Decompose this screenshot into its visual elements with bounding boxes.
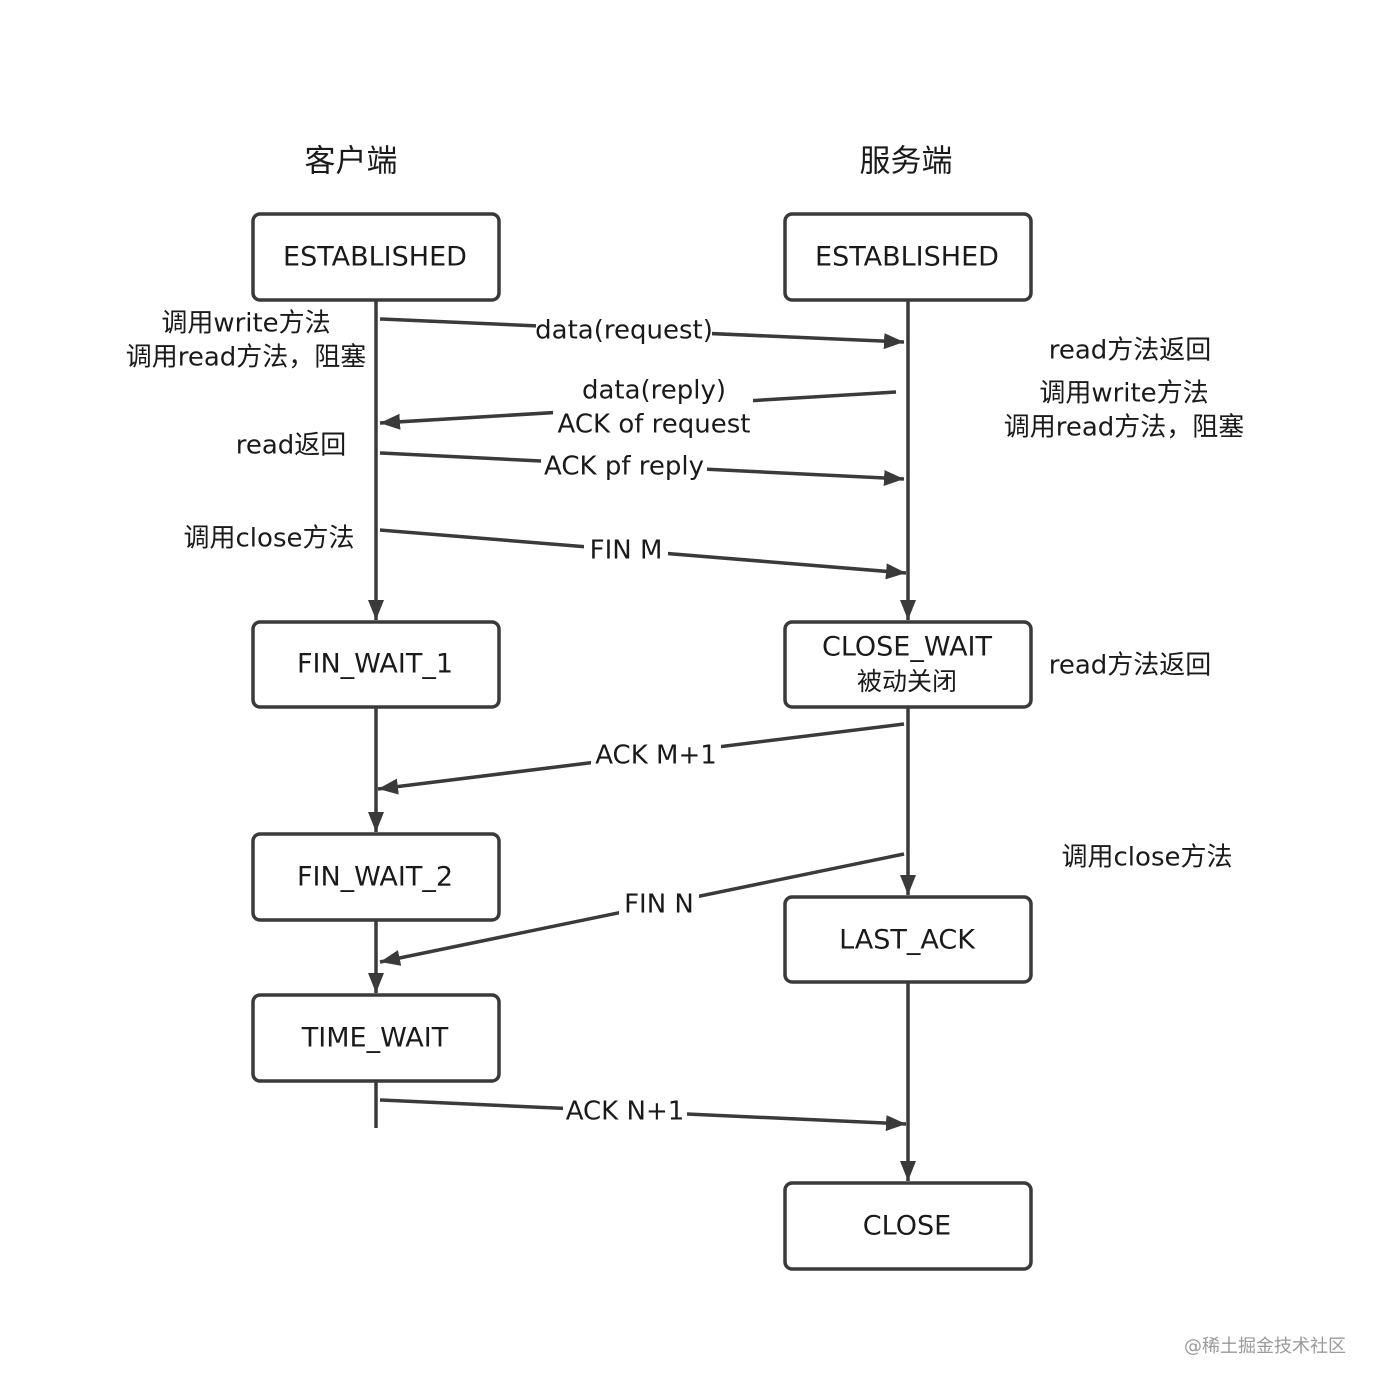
state-label: ESTABLISHED bbox=[815, 242, 999, 273]
client-state-time-wait: TIME_WAIT bbox=[251, 993, 501, 1083]
server-state-last-ack: LAST_ACK bbox=[783, 895, 1033, 984]
client-notes: 调用write方法 调用read方法，阻塞 read返回 调用close方法 bbox=[126, 309, 367, 554]
msg-ack-m1: ACK M+1 bbox=[595, 741, 717, 771]
state-label: FIN_WAIT_2 bbox=[297, 862, 453, 893]
server-state-close-wait: CLOSE_WAIT 被动关闭 bbox=[783, 620, 1033, 709]
state-label: TIME_WAIT bbox=[301, 1023, 449, 1054]
server-note-read-return: read方法返回 bbox=[1049, 336, 1212, 366]
client-note-read-block: 调用read方法，阻塞 bbox=[126, 343, 367, 373]
server-notes: read方法返回 调用write方法 调用read方法，阻塞 read方法返回 … bbox=[1004, 336, 1245, 873]
client-note-read-return: read返回 bbox=[236, 431, 347, 461]
msg-data-request: data(request) bbox=[535, 316, 713, 346]
message-labels: data(request) data(reply) ACK of request… bbox=[535, 314, 753, 1129]
state-label: LAST_ACK bbox=[839, 925, 976, 956]
client-column-header: 客户端 bbox=[305, 144, 398, 180]
msg-fin-n: FIN N bbox=[624, 890, 694, 920]
msg-ack-reply: ACK pf reply bbox=[544, 452, 704, 482]
server-state-established: ESTABLISHED bbox=[783, 212, 1033, 302]
server-note-close: 调用close方法 bbox=[1062, 843, 1233, 873]
msg-fin-m: FIN M bbox=[590, 536, 663, 566]
client-note-close: 调用close方法 bbox=[184, 524, 355, 554]
server-note-read-block: 调用read方法，阻塞 bbox=[1004, 413, 1245, 443]
server-state-close: CLOSE bbox=[783, 1181, 1033, 1271]
client-note-write: 调用write方法 bbox=[161, 309, 330, 339]
state-label: CLOSE bbox=[863, 1211, 951, 1242]
client-state-fin-wait-2: FIN_WAIT_2 bbox=[251, 832, 501, 922]
state-label: CLOSE_WAIT bbox=[822, 632, 993, 663]
state-label: ESTABLISHED bbox=[283, 242, 467, 273]
client-state-fin-wait-1: FIN_WAIT_1 bbox=[251, 620, 501, 709]
watermark: @稀土掘金技术社区 bbox=[1184, 1336, 1346, 1357]
server-note-write: 调用write方法 bbox=[1039, 379, 1208, 409]
msg-data-reply: data(reply) bbox=[582, 376, 726, 406]
state-label: FIN_WAIT_1 bbox=[297, 649, 453, 680]
client-state-established: ESTABLISHED bbox=[251, 212, 501, 302]
state-sublabel: 被动关闭 bbox=[857, 667, 957, 696]
msg-ack-of-request: ACK of request bbox=[558, 410, 751, 440]
server-note-read-return-2: read方法返回 bbox=[1049, 651, 1212, 681]
server-column-header: 服务端 bbox=[860, 144, 953, 180]
msg-ack-n1: ACK N+1 bbox=[566, 1097, 685, 1127]
